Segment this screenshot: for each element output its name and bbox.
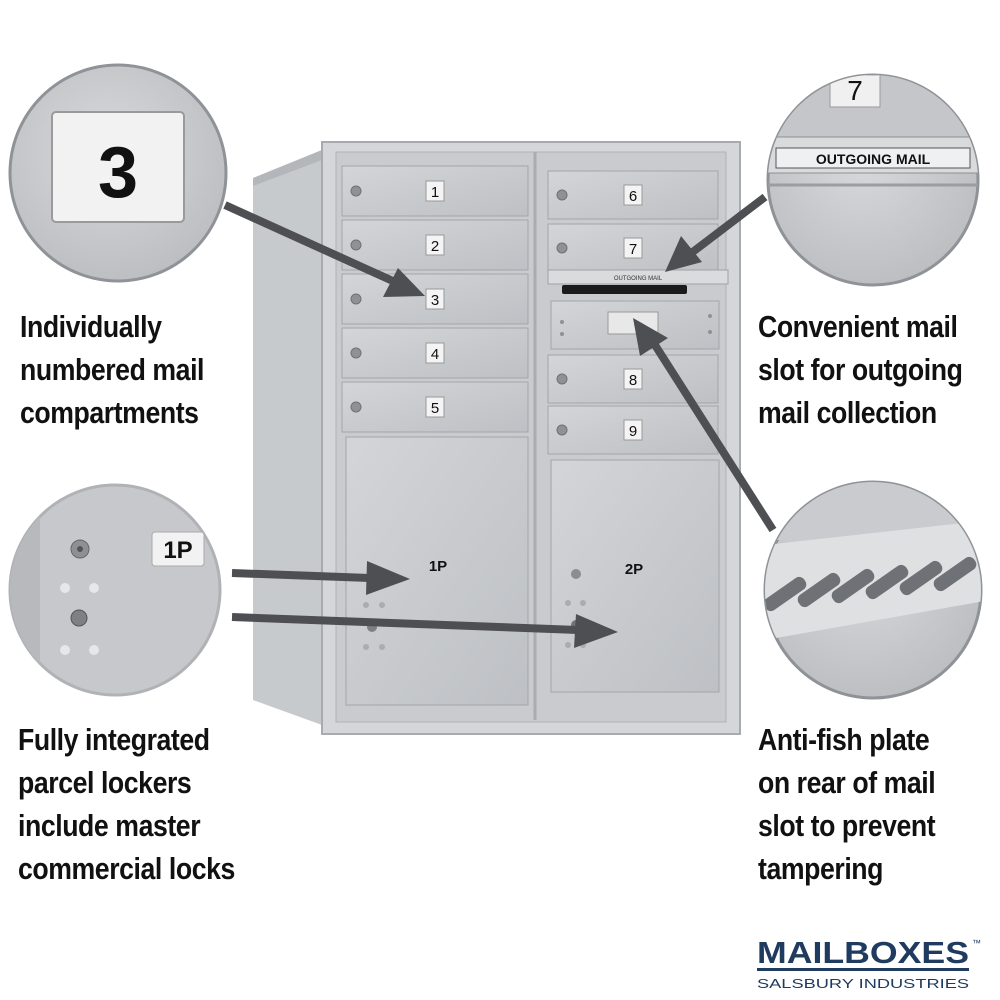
arrow-line [231,569,371,582]
outgoing-mail-slot[interactable]: OUTGOING MAIL [547,269,729,294]
compartment-number: 7 [629,241,637,258]
parcel-label-1p: 1P [429,558,447,575]
number-plate [425,342,445,364]
arrow-head [665,236,702,272]
callout-anti-fish-plate: Anti-fish plate on rear of mail slot to … [758,722,936,886]
number-plate [425,234,445,256]
lock-icon[interactable] [350,293,362,305]
arrow-line [651,342,777,533]
number-plate [51,111,185,223]
compartment-number: 2 [431,238,439,255]
number-plate [623,419,643,441]
compartment-number: 9 [629,423,637,440]
callout-parcel-lockers: Fully integrated parcel lockers include … [18,722,235,886]
compartment-number: 8 [629,372,637,389]
unit-side-panel [253,150,322,725]
compartment-door-8[interactable]: 8 [547,354,719,404]
lock-icon[interactable] [350,185,362,197]
compartment-number: 1 [431,184,439,201]
compartment-door-5[interactable]: 5 [341,381,529,433]
callout-numbered-compartments: Individually numbered mail compartments [20,309,205,430]
compartment-number: 6 [629,188,637,205]
number-plate [623,368,643,390]
compartment-number: 4 [431,346,439,363]
number-plate [425,396,445,418]
callout-outgoing-slot: Convenient mail slot for outgoing mail c… [758,309,963,430]
number-plate [623,237,643,259]
number-plate [425,288,445,310]
zoom-number-plate: 3 [8,63,228,283]
compartment-door-3[interactable]: 3 [341,273,529,325]
lock-icon[interactable] [556,373,568,385]
number-plate [623,184,643,206]
arrow-head [633,318,668,356]
zoom-outgoing-label: OUTGOING MAIL [816,151,931,167]
mail-slot-opening [562,285,687,294]
arrow-head [574,614,618,648]
compartment-door-1[interactable]: 1 [341,165,529,217]
mailbox-unit: 1 2 3 4 5 6 7 8 9 OUTGOING MAIL 1P [253,141,741,735]
compartment-number: 3 [431,292,439,309]
arrow-line [687,193,768,258]
compartment-door-4[interactable]: 4 [341,327,529,379]
parcel-label-2p: 2P [625,561,643,578]
arrow-line [223,201,397,286]
lock-icon[interactable] [350,401,362,413]
lock-icon[interactable] [571,569,581,579]
zoom-anti-fish-plate [763,480,983,700]
zoom-number-seven: 7 [847,75,863,106]
lock-icon[interactable] [556,424,568,436]
zoom-parcel-locks: 1P [8,483,222,697]
lock-icon[interactable] [556,189,568,201]
brand-name: MAILBOXES [757,935,969,970]
pointer-arrows [223,193,777,648]
arrow-head [383,268,425,297]
lock-icon[interactable] [350,239,362,251]
zoom-number: 3 [98,133,138,213]
right-compartments: 6 7 8 9 [547,170,719,455]
zoom-outgoing-mail: 7 OUTGOING MAIL [766,73,980,287]
brand-trademark: ™ [972,938,981,948]
compartment-door-9[interactable]: 9 [547,405,719,455]
arrow-head [366,561,410,595]
compartment-door-6[interactable]: 6 [547,170,719,220]
brand-subtitle: SALSBURY INDUSTRIES [757,976,969,991]
lock-icon[interactable] [556,242,568,254]
left-compartments: 1 2 3 4 5 [341,165,529,433]
anti-fish-slots [765,556,977,612]
arrow-line [231,613,579,634]
parcel-locker-2p[interactable]: 2P [550,459,720,693]
zoom-parcel-label: 1P [163,537,192,564]
compartment-number: 5 [431,400,439,417]
commercial-lock-icon [70,609,88,627]
lock-holes [363,602,385,650]
outgoing-mail-label: OUTGOING MAIL [614,276,663,282]
compartment-door-2[interactable]: 2 [341,219,529,271]
lock-icon[interactable] [350,347,362,359]
brand-logo: MAILBOXES ™ SALSBURY INDUSTRIES [757,935,981,991]
number-plate [425,180,445,202]
